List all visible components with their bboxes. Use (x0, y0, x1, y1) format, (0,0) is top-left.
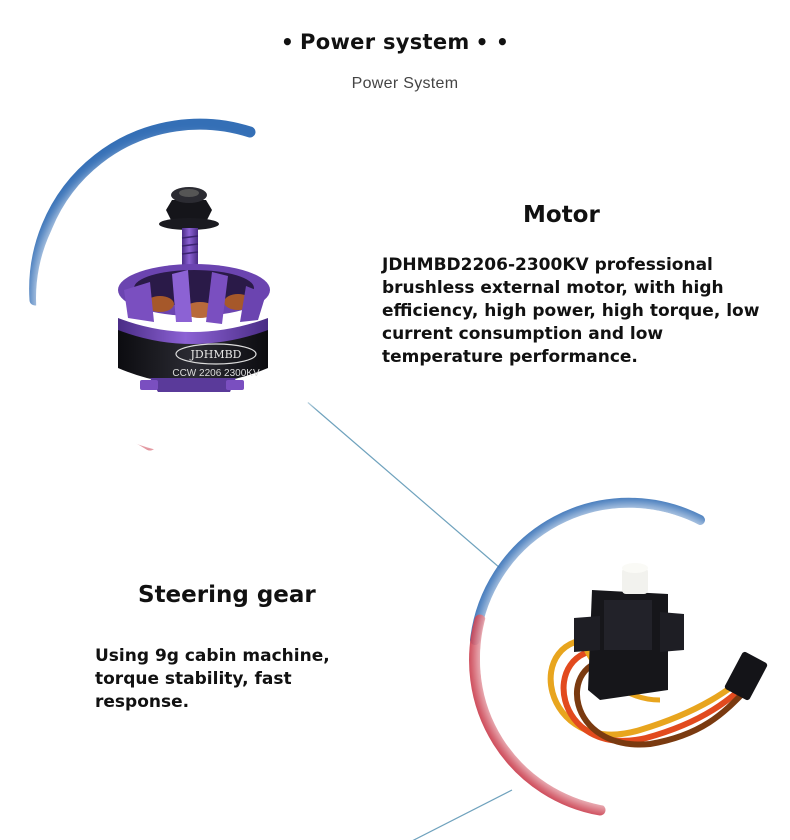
steering-gear-title: Steering gear (138, 582, 316, 608)
title-dot-right: • • (475, 30, 510, 54)
motor-brand-label: JDHMBD (190, 348, 242, 361)
page-title: •Power system• • (0, 30, 790, 54)
servo-image (547, 563, 768, 748)
motor-description: JDHMBD2206-2300KV professional brushless… (382, 255, 760, 367)
motor-title: Motor (523, 202, 600, 228)
page-title-text: Power system (300, 30, 470, 54)
motor-image: JDHMBD CCW 2206 2300KV (118, 187, 270, 392)
page-subtitle: Power System (351, 75, 459, 92)
title-dot-left: • (280, 30, 295, 54)
connector-line-bottom (412, 789, 513, 840)
connector-line-top (304, 399, 501, 569)
steering-gear-description: Using 9g cabin machine, torque stability… (95, 646, 330, 712)
motor-model-label: CCW 2206 2300KV (172, 368, 260, 379)
